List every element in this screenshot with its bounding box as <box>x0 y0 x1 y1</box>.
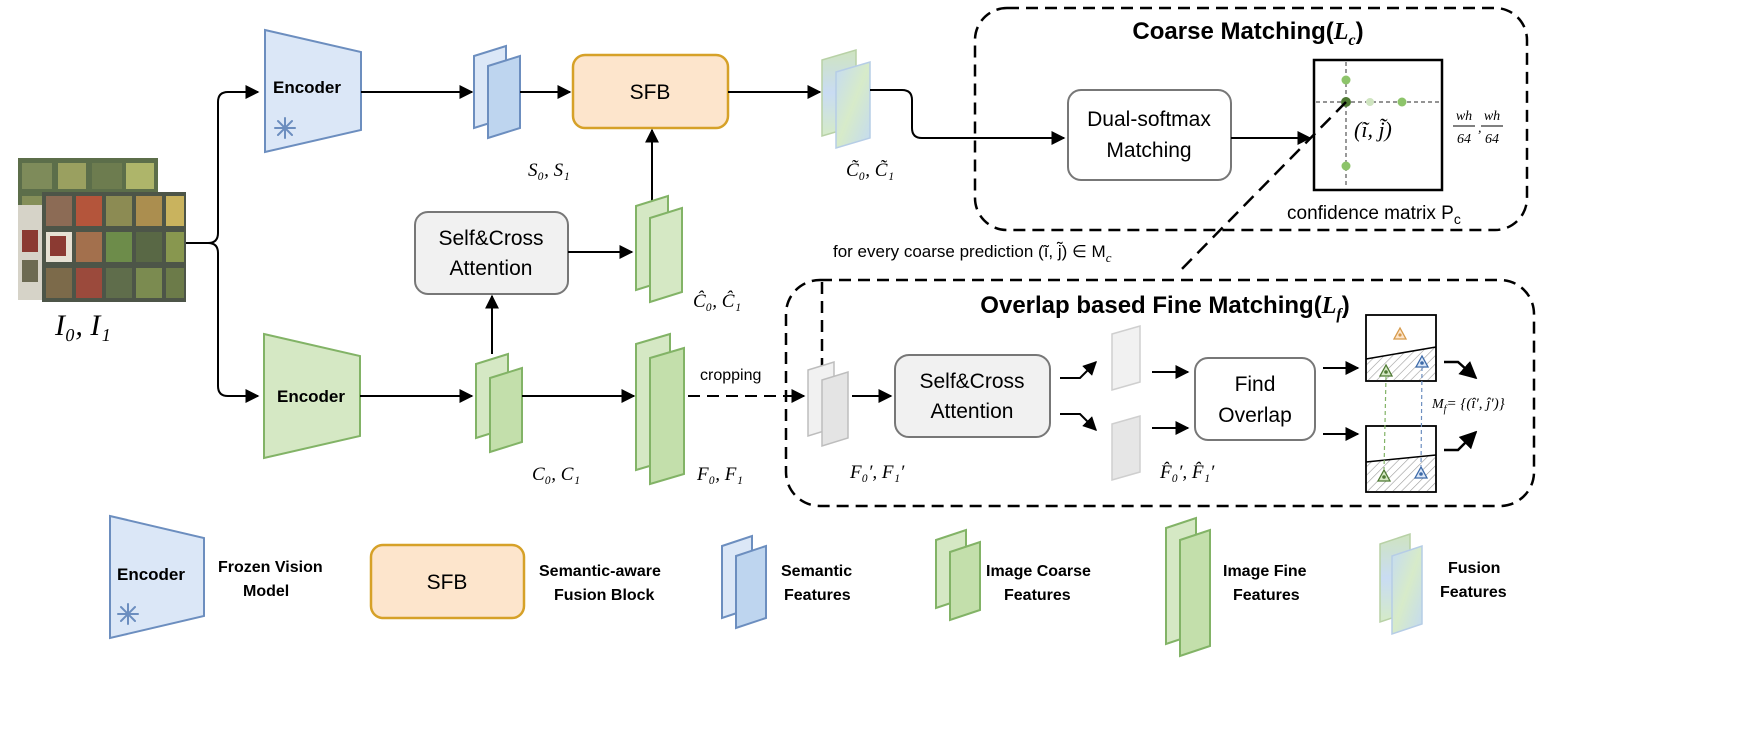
svg-text:64: 64 <box>1485 132 1499 147</box>
fine-attention-split-arrows <box>1060 361 1097 431</box>
semantic-features <box>473 44 521 140</box>
sfb-label: SFB <box>630 81 671 104</box>
attention-coarse-features-label: Ĉ₀, Ĉ₁ <box>693 290 741 312</box>
fine-attention-features <box>1111 325 1141 481</box>
legend-semantic-line2: Features <box>784 587 851 604</box>
matrix-size-fraction: wh 64 , wh 64 <box>1453 109 1503 147</box>
arrows-to-find-overlap <box>1152 365 1190 435</box>
fine-matching-title: Overlap based Fine Matching(Lf) <box>980 292 1349 323</box>
self-cross-attention-line1: Self&Cross <box>438 227 543 250</box>
coarse-matching-region <box>973 6 1529 232</box>
find-overlap-line1: Find <box>1235 373 1276 396</box>
self-cross-attention-block <box>414 211 569 295</box>
input-label: I₀, I₁ <box>54 309 111 342</box>
cropped-features <box>807 360 849 448</box>
legend-frozen-line1: Frozen Vision <box>218 559 323 576</box>
coarse-matching-title: Coarse Matching(Lc) <box>1132 18 1363 49</box>
legend-sfb-shape <box>369 543 526 620</box>
arrow-fusion-to-dualsoftmax <box>870 89 1066 145</box>
fusion-features-label: C̃₀, C̃₁ <box>846 160 894 181</box>
legend-fine-line1: Image Fine <box>1223 563 1307 580</box>
legend-fusion-shape <box>1379 532 1423 636</box>
overlap-panel-top <box>1365 314 1437 382</box>
bottom-encoder-label: Encoder <box>277 387 345 406</box>
overlap-panel-bottom <box>1365 425 1437 493</box>
legend-fine-line2: Features <box>1233 587 1300 604</box>
input-branch-connectors <box>186 85 260 403</box>
top-encoder-label: Encoder <box>273 78 341 97</box>
legend-coarse-shape <box>935 528 981 622</box>
fine-features <box>635 332 685 486</box>
svg-text:64: 64 <box>1457 132 1471 147</box>
legend-semantic-line1: Semantic <box>781 563 852 580</box>
mf-equation: Mf= {(î′, ĵ′)} <box>1431 396 1505 415</box>
fine-self-cross-attention-block <box>894 354 1051 438</box>
svg-text:,: , <box>1478 121 1482 136</box>
legend: Encoder Frozen Vision Model SFB Semantic… <box>109 514 1507 658</box>
legend-semantic-aware-line2: Fusion Block <box>554 587 655 604</box>
legend-encoder-label: Encoder <box>117 565 185 584</box>
legend-coarse-line2: Features <box>1004 587 1071 604</box>
legend-semantic-aware-line1: Semantic-aware <box>539 563 661 580</box>
semantic-features-label: S₀, S₁ <box>528 160 570 181</box>
find-overlap-block <box>1194 357 1316 441</box>
for-every-annotation: for every coarse prediction (ĩ, j̃) ∈ Mc <box>833 241 1112 265</box>
attention-coarse-features <box>635 194 683 304</box>
legend-coarse-line1: Image Coarse <box>986 563 1091 580</box>
legend-fusion-line2: Features <box>1440 584 1507 601</box>
dual-softmax-block <box>1067 89 1232 181</box>
coarse-features-label: C₀, C₁ <box>532 464 580 485</box>
legend-fusion-line1: Fusion <box>1448 560 1500 577</box>
arrows-to-mf <box>1444 360 1478 452</box>
self-cross-attention-line2: Attention <box>450 257 533 280</box>
legend-snowflake-icon <box>117 603 139 625</box>
find-overlap-line2: Overlap <box>1218 404 1292 427</box>
fine-features-label: F₀, F₁ <box>696 464 743 485</box>
fine-attention-features-label: F̂₀′, F̂₁′ <box>1159 462 1215 483</box>
dual-softmax-label-line1: Dual-softmax <box>1087 108 1211 131</box>
fine-self-cross-attention-line2: Attention <box>931 400 1014 423</box>
confidence-matrix <box>1312 58 1444 192</box>
legend-sfb-label: SFB <box>427 571 468 594</box>
top-encoder <box>264 28 362 154</box>
bottom-encoder <box>263 332 361 460</box>
fine-matching-region <box>784 278 1536 508</box>
input-images <box>18 158 186 302</box>
confidence-matrix-caption: confidence matrix Pc <box>1287 203 1461 227</box>
coarse-to-fine-link <box>1177 101 1347 274</box>
coarse-features <box>475 352 523 454</box>
legend-fine-shape <box>1165 516 1211 658</box>
svg-text:wh: wh <box>1484 109 1500 124</box>
svg-text:wh: wh <box>1456 109 1472 124</box>
fine-self-cross-attention-line1: Self&Cross <box>919 370 1024 393</box>
correspondence-lines <box>1383 366 1423 471</box>
snowflake-icon <box>274 117 296 139</box>
legend-semantic-shape <box>721 534 767 630</box>
dual-softmax-label-line2: Matching <box>1106 139 1191 162</box>
legend-frozen-line2: Model <box>243 583 289 600</box>
matrix-index-label: (ĩ, j̃) <box>1354 117 1392 142</box>
fusion-features <box>821 48 871 150</box>
cropping-label: cropping <box>700 367 761 384</box>
arrows-to-overlap-panels <box>1323 361 1360 441</box>
cropped-features-label: F₀′, F₁′ <box>849 462 905 483</box>
